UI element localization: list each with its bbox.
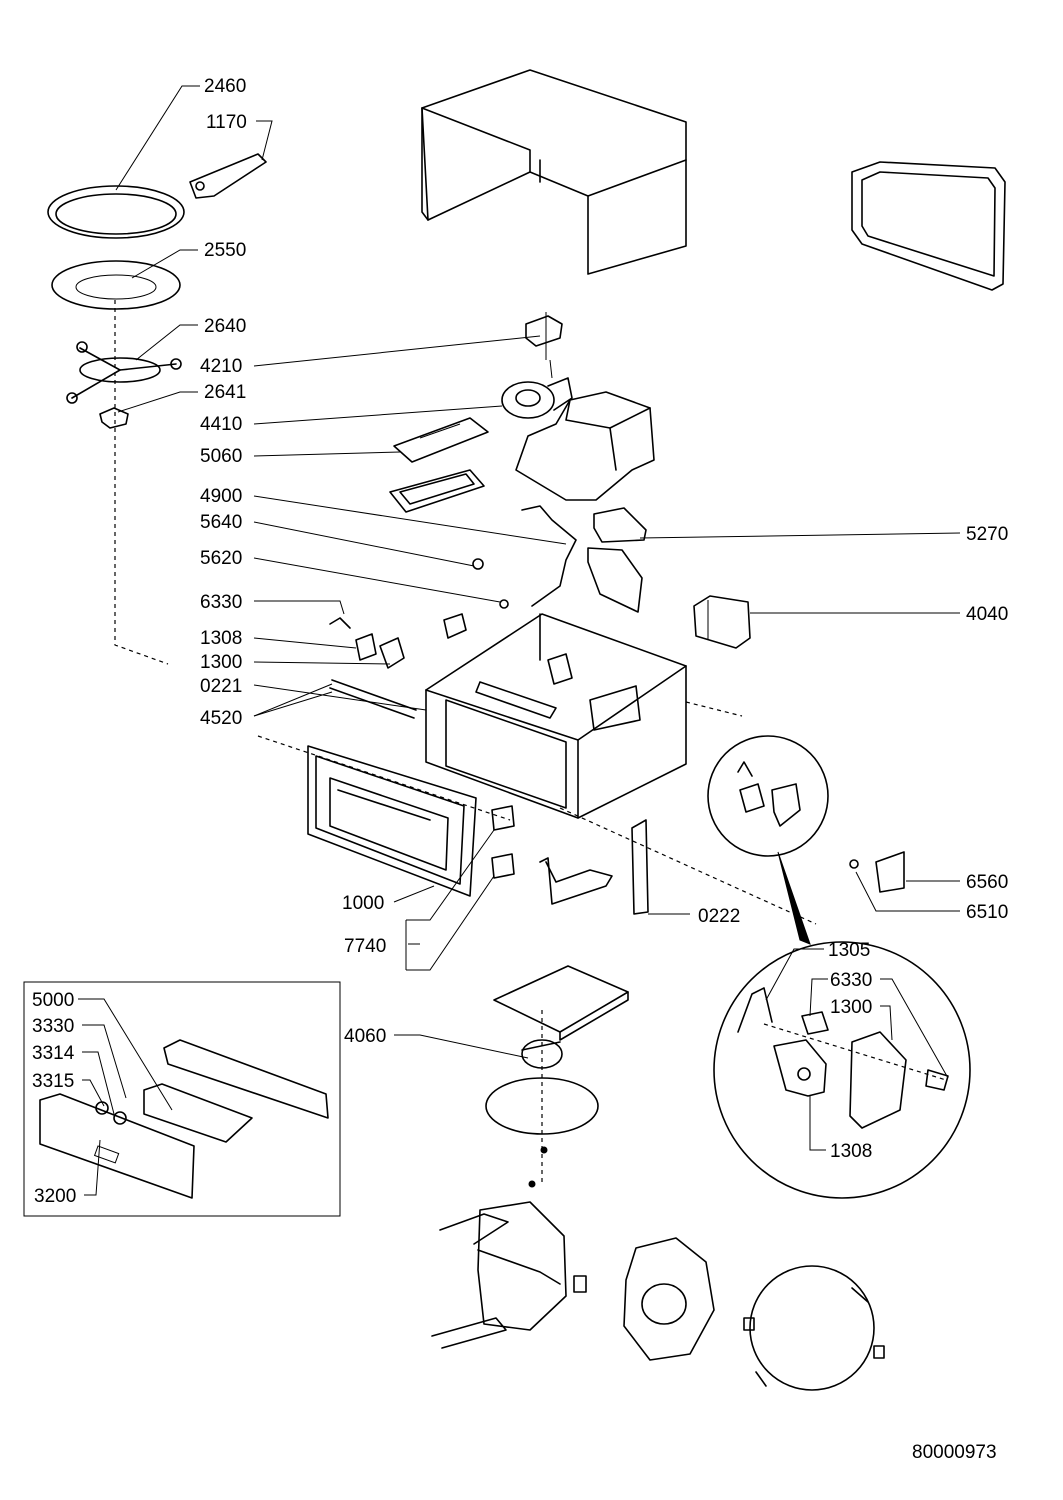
label-4040: 4040: [966, 604, 1008, 625]
label-5060: 5060: [200, 446, 242, 467]
label-0222: 0222: [698, 906, 740, 927]
label-5000: 5000: [32, 990, 74, 1011]
label-4410: 4410: [200, 414, 242, 435]
part-labels: 2460 1170 2550 2640 4210 2641 4410 5060 …: [32, 76, 1008, 1463]
label-6560: 6560: [966, 872, 1008, 893]
label-5270: 5270: [966, 524, 1008, 545]
electronics-group: [389, 312, 751, 649]
label-6330-detail: 6330: [830, 970, 872, 991]
handle-part: [189, 153, 267, 199]
label-5620: 5620: [200, 548, 242, 569]
door: [307, 745, 477, 897]
label-4520: 4520: [200, 708, 242, 729]
rods: [329, 679, 417, 719]
label-1300-detail: 1300: [830, 997, 872, 1018]
detail-circle-large: [713, 941, 971, 1199]
side-panel: [631, 819, 649, 915]
label-3200: 3200: [34, 1186, 76, 1207]
label-1170: 1170: [206, 112, 247, 133]
label-3315: 3315: [32, 1071, 74, 1092]
gear-rotation-illustration: [743, 1265, 885, 1391]
switch-assembly-left: [329, 613, 573, 685]
bulb-and-holder: [849, 851, 905, 893]
leader-lines: [78, 85, 961, 1196]
bottom-bracket: [539, 857, 613, 905]
label-6330: 6330: [200, 592, 242, 613]
base-plate: [493, 965, 629, 1041]
roller-support: [66, 341, 182, 404]
label-3330: 3330: [32, 1016, 74, 1037]
label-1308: 1308: [200, 628, 242, 649]
outer-casing: [421, 69, 687, 275]
label-2550: 2550: [204, 240, 246, 261]
label-2640: 2640: [204, 316, 246, 337]
document-number: 80000973: [912, 1442, 997, 1463]
label-1305: 1305: [828, 940, 870, 961]
label-4060: 4060: [344, 1026, 386, 1047]
detail-circle-small: [707, 735, 829, 857]
label-1308-detail: 1308: [830, 1141, 872, 1162]
label-4900: 4900: [200, 486, 242, 507]
label-2641: 2641: [204, 382, 246, 403]
stirrer-removal-illustration: [431, 1201, 587, 1349]
label-5640: 5640: [200, 512, 242, 533]
hinges: [491, 805, 515, 879]
glass-plate: [47, 185, 185, 239]
door-seal-frame: [851, 161, 1006, 291]
label-1300: 1300: [200, 652, 242, 673]
label-6510: 6510: [966, 902, 1008, 923]
coupler: [99, 407, 129, 429]
label-1000: 1000: [342, 893, 384, 914]
turntable-plate: [51, 260, 181, 310]
label-0221: 0221: [200, 676, 242, 697]
label-7740: 7740: [344, 936, 386, 957]
label-3314: 3314: [32, 1043, 75, 1064]
main-cavity: [425, 613, 687, 819]
label-2460: 2460: [204, 76, 246, 97]
stirrer-motor-illustration: [623, 1237, 715, 1361]
label-4210: 4210: [200, 356, 242, 377]
